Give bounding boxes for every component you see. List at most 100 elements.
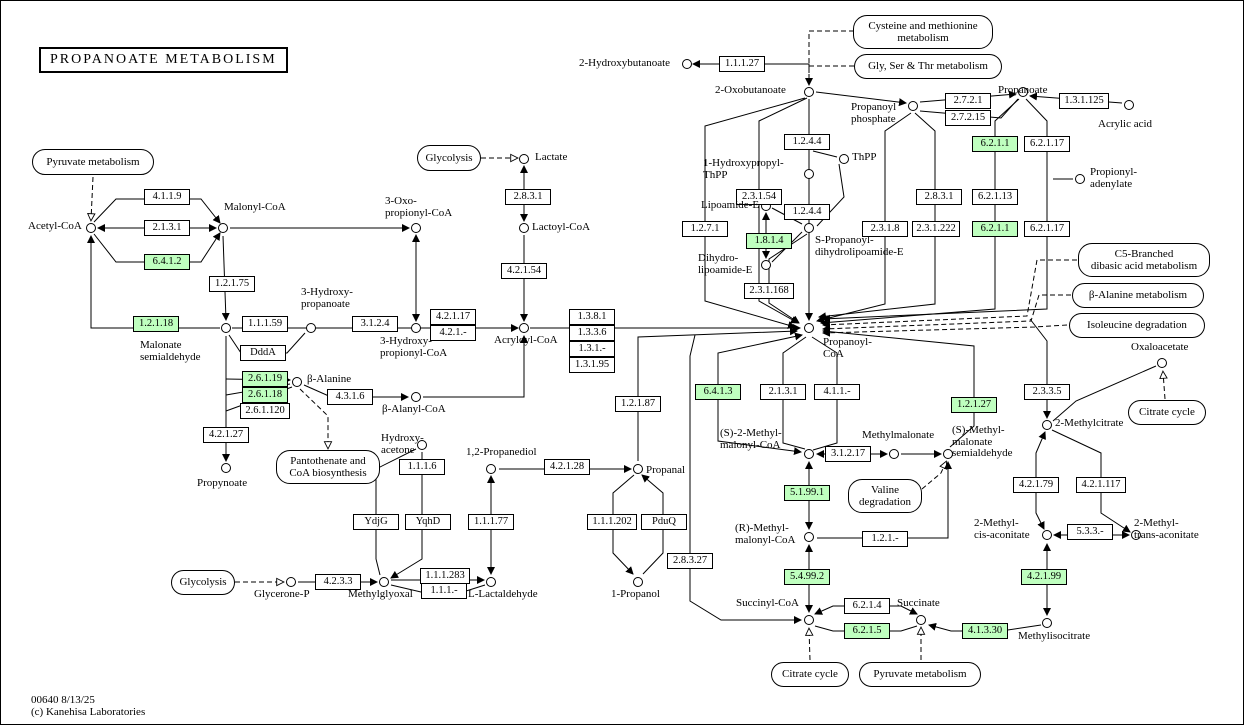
enzyme-box-2-3-3-5[interactable]: 2.3.3.5 [1024,384,1070,400]
compound-node-malonyl-coa[interactable] [218,223,228,233]
enzyme-box-4-3-1-6[interactable]: 4.3.1.6 [327,389,373,405]
enzyme-box-6-2-1-13[interactable]: 6.2.1.13 [972,189,1018,205]
enzyme-box-2-6-1-19[interactable]: 2.6.1.19 [242,371,288,387]
enzyme-box-ydjg[interactable]: YdjG [353,514,399,530]
compound-node-thpp[interactable] [839,154,849,164]
enzyme-box-1-1-1-6[interactable]: 1.1.1.6 [399,459,445,475]
compound-node-beta-alanyl-coa[interactable] [411,392,421,402]
enzyme-box-2-1-3-1[interactable]: 2.1.3.1 [760,384,806,400]
enzyme-box-2-8-3-1[interactable]: 2.8.3.1 [916,189,962,205]
enzyme-box-6-2-1-4[interactable]: 6.2.1.4 [844,598,890,614]
pathway-link-citrate-cycle[interactable]: Citrate cycle [771,661,849,687]
enzyme-box-1-1-1-202[interactable]: 1.1.1.202 [587,514,637,530]
compound-node-2-hydroxybutanoate[interactable] [682,59,692,69]
enzyme-box-2-1-3-1[interactable]: 2.1.3.1 [144,220,190,236]
compound-node-3-oxo-propionyl-coa[interactable] [411,223,421,233]
enzyme-box-2-6-1-18[interactable]: 2.6.1.18 [242,387,288,403]
compound-node-propanoyl-coa[interactable] [804,323,814,333]
compound-node-propanoate[interactable] [1018,87,1028,97]
compound-node-acryloyl-coa[interactable] [519,323,529,333]
enzyme-box-6-2-1-5[interactable]: 6.2.1.5 [844,623,890,639]
pathway-link-pantothenate-and-coa-biosynthesis[interactable]: Pantothenate and CoA biosynthesis [276,450,380,484]
enzyme-box-2-7-2-1[interactable]: 2.7.2.1 [945,93,991,109]
enzyme-box-4-2-1-27[interactable]: 4.2.1.27 [203,427,249,443]
compound-node-oxaloacetate[interactable] [1157,358,1167,368]
enzyme-box-ddda[interactable]: DddA [240,345,286,361]
enzyme-box-4-1-1[interactable]: 4.1.1.- [814,384,860,400]
compound-node-beta-alanine[interactable] [292,377,302,387]
pathway-link-pyruvate-metabolism[interactable]: Pyruvate metabolism [859,661,981,687]
compound-node-s-methylmalonate-semialdehyde[interactable] [943,449,953,459]
enzyme-box-1-1-1-27[interactable]: 1.1.1.27 [719,56,765,72]
pathway-link-isoleucine-degradation[interactable]: Isoleucine degradation [1069,312,1205,338]
enzyme-box-1-1-1[interactable]: 1.1.1.- [421,583,467,599]
pathway-link-glycolysis[interactable]: Glycolysis [171,569,235,595]
enzyme-box-5-4-99-2[interactable]: 5.4.99.2 [784,569,830,585]
compound-node-glycerone-p[interactable] [286,577,296,587]
enzyme-box-1-2-7-1[interactable]: 1.2.7.1 [682,221,728,237]
compound-node-methylisocitrate[interactable] [1042,618,1052,628]
enzyme-box-2-3-1-222[interactable]: 2.3.1.222 [912,221,960,237]
compound-node-2-methyl-cis-aconitate[interactable] [1042,530,1052,540]
enzyme-box-2-7-2-15[interactable]: 2.7.2.15 [945,110,991,126]
enzyme-box-1-2-1-27[interactable]: 1.2.1.27 [951,397,997,413]
pathway-link-gly-ser-thr-metabolism[interactable]: Gly, Ser & Thr metabolism [854,53,1002,79]
enzyme-box-2-3-1-54[interactable]: 2.3.1.54 [736,189,782,205]
compound-node-succinyl-coa[interactable] [804,615,814,625]
compound-node-r-methylmalonyl-coa[interactable] [804,532,814,542]
compound-node-2-oxobutanoate[interactable] [804,87,814,97]
enzyme-box-2-3-1-168[interactable]: 2.3.1.168 [744,283,794,299]
compound-node-malonate-semialdehyde[interactable] [221,323,231,333]
enzyme-box-4-1-3-30[interactable]: 4.1.3.30 [962,623,1008,639]
enzyme-box-1-3-1[interactable]: 1.3.1.- [569,341,615,357]
pathway-link-citrate-cycle[interactable]: Citrate cycle [1128,399,1206,425]
enzyme-box-5-3-3[interactable]: 5.3.3.- [1067,524,1113,540]
enzyme-box-1-2-1-75[interactable]: 1.2.1.75 [209,276,255,292]
pathway-link-pyruvate-metabolism[interactable]: Pyruvate metabolism [32,149,154,175]
compound-node-acrylic-acid[interactable] [1124,100,1134,110]
compound-node-methylmalonate[interactable] [889,449,899,459]
enzyme-box-1-2-4-4[interactable]: 1.2.4.4 [784,204,830,220]
enzyme-box-4-2-1-28[interactable]: 4.2.1.28 [544,459,590,475]
compound-node-2-methyl-trans-aconitate[interactable] [1131,530,1141,540]
enzyme-box-2-6-1-120[interactable]: 2.6.1.120 [240,403,290,419]
enzyme-box-4-2-1-17[interactable]: 4.2.1.17 [430,309,476,325]
enzyme-box-5-1-99-1[interactable]: 5.1.99.1 [784,485,830,501]
compound-node-acetyl-coa[interactable] [86,223,96,233]
compound-node-propionyl-adenylate[interactable] [1075,174,1085,184]
enzyme-box-3-1-2-4[interactable]: 3.1.2.4 [352,316,398,332]
enzyme-box-1-3-3-6[interactable]: 1.3.3.6 [569,325,615,341]
enzyme-box-4-2-3-3[interactable]: 4.2.3.3 [315,574,361,590]
enzyme-box-1-2-1-87[interactable]: 1.2.1.87 [615,396,661,412]
enzyme-box-6-2-1-17[interactable]: 6.2.1.17 [1024,136,1070,152]
compound-node-s-2-methylmalonyl-coa[interactable] [804,449,814,459]
enzyme-box-4-2-1-99[interactable]: 4.2.1.99 [1021,569,1067,585]
enzyme-box-1-8-1-4[interactable]: 1.8.1.4 [746,233,792,249]
pathway-link-glycolysis[interactable]: Glycolysis [417,145,481,171]
enzyme-box-pduq[interactable]: PduQ [641,514,687,530]
enzyme-box-3-1-2-17[interactable]: 3.1.2.17 [825,446,871,462]
compound-node-3-hydroxypropanoate[interactable] [306,323,316,333]
pathway-link-c5-branched-dibasic-acid-metabolism[interactable]: C5-Branched dibasic acid metabolism [1078,243,1210,277]
enzyme-box-1-2-1[interactable]: 1.2.1.- [862,531,908,547]
compound-node-12-propanediol[interactable] [486,464,496,474]
enzyme-box-2-3-1-8[interactable]: 2.3.1.8 [862,221,908,237]
enzyme-box-6-4-1-2[interactable]: 6.4.1.2 [144,254,190,270]
compound-node-dihydrolipoamide-e[interactable] [761,260,771,270]
compound-node-2-methylcitrate[interactable] [1042,420,1052,430]
compound-node-s-propanoyl-dihydrolipoamide-e[interactable] [804,223,814,233]
enzyme-box-1-3-1-125[interactable]: 1.3.1.125 [1059,93,1109,109]
enzyme-box-6-2-1-1[interactable]: 6.2.1.1 [972,136,1018,152]
enzyme-box-4-1-1-9[interactable]: 4.1.1.9 [144,189,190,205]
enzyme-box-1-1-1-59[interactable]: 1.1.1.59 [242,316,288,332]
compound-node-3-hydroxy-propionyl-coa[interactable] [411,323,421,333]
enzyme-box-1-1-1-77[interactable]: 1.1.1.77 [468,514,514,530]
enzyme-box-6-2-1-1[interactable]: 6.2.1.1 [972,221,1018,237]
pathway-link-valine-degradation[interactable]: Valine degradation [848,479,922,513]
compound-node-lactate[interactable] [519,154,529,164]
compound-node-l-lactaldehyde[interactable] [486,577,496,587]
pathway-link-cysteine-and-methionine-metabolism[interactable]: Cysteine and methionine metabolism [853,15,993,49]
pathway-link-alanine-metabolism[interactable]: β-Alanine metabolism [1072,282,1204,308]
compound-node-1-propanol[interactable] [633,577,643,587]
compound-node-1-hydroxypropyl-thpp[interactable] [804,169,814,179]
